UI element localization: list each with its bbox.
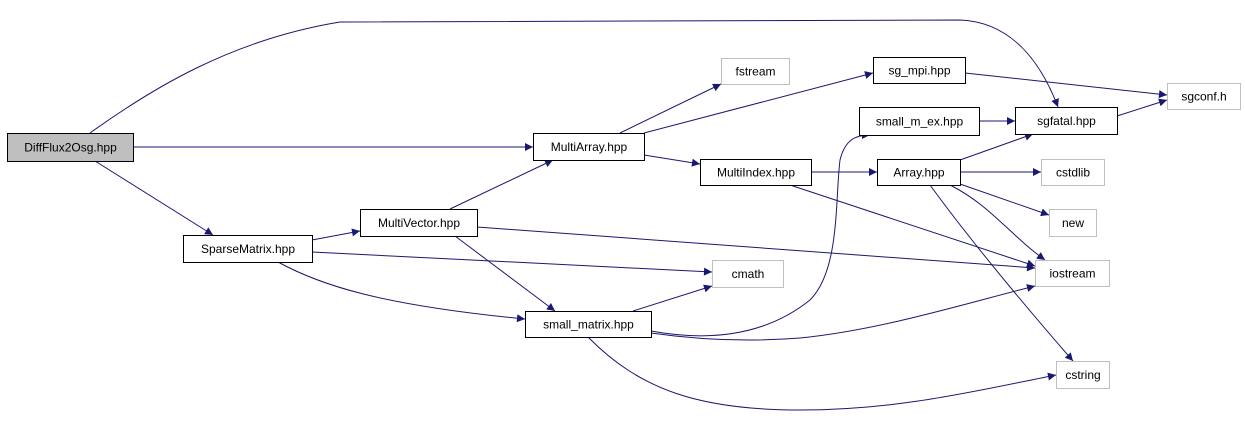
node-box (1015, 107, 1118, 135)
edge-multivector-to-multiarray (449, 159, 554, 210)
edge-multiarray-to-sg-mpi (643, 71, 874, 134)
node-label: cmath (732, 267, 765, 281)
node-box (360, 209, 478, 237)
node-label: Array.hpp (893, 166, 944, 180)
node-sgconf: sgconf.h (1167, 83, 1241, 110)
edge-multiindex-to-iostream (789, 184, 1036, 268)
node-label: sgconf.h (1181, 90, 1226, 104)
edge-small-matrix-to-cstring (587, 336, 1057, 411)
edge-multiarray-to-fstream (619, 83, 722, 134)
node-label: cstring (1065, 368, 1100, 382)
node-label: small_m_ex.hpp (876, 115, 964, 129)
edge-sparsematrix-to-multivector (311, 228, 361, 241)
node-box (1035, 260, 1110, 287)
edge-diffflux2osg-to-sparsematrix (94, 160, 214, 236)
node-cstdlib: cstdlib (1041, 159, 1105, 186)
node-multivector[interactable]: MultiVector.hpp (360, 209, 478, 237)
edge-array-to-cstring (929, 184, 1074, 362)
node-iostream: iostream (1035, 260, 1110, 287)
node-array[interactable]: Array.hpp (877, 159, 961, 186)
node-box (1041, 159, 1105, 186)
node-box (712, 260, 784, 288)
node-box (859, 107, 980, 136)
edge-multivector-to-iostream (476, 226, 1036, 272)
node-cstring: cstring (1056, 361, 1110, 389)
edge-array-to-iostream (949, 184, 1046, 261)
node-label: sgfatal.hpp (1037, 114, 1096, 128)
edge-small-matrix-to-small-m-ex (650, 131, 871, 337)
node-label: cstdlib (1056, 166, 1090, 180)
node-label: fstream (735, 65, 775, 79)
node-fstream: fstream (721, 58, 790, 85)
node-label: MultiIndex.hpp (717, 166, 795, 180)
node-box (7, 133, 134, 162)
edge-small-matrix-to-iostream (650, 284, 1036, 341)
node-label: MultiVector.hpp (378, 216, 460, 230)
node-box (873, 57, 966, 84)
node-small-matrix[interactable]: small_matrix.hpp (525, 311, 652, 338)
edge-sgfatal-to-sgconf (1116, 98, 1168, 117)
node-box (533, 133, 645, 161)
node-sparsematrix[interactable]: SparseMatrix.hpp (183, 235, 313, 263)
node-box (1049, 209, 1097, 237)
node-multiarray[interactable]: MultiArray.hpp (533, 133, 645, 161)
node-box (1056, 361, 1110, 389)
node-multiindex[interactable]: MultiIndex.hpp (700, 159, 812, 186)
node-label: iostream (1049, 267, 1095, 281)
node-sg-mpi[interactable]: sg_mpi.hpp (873, 57, 966, 84)
node-label: small_matrix.hpp (543, 318, 634, 332)
node-label: DiffFlux2Osg.hpp (24, 141, 117, 155)
edge-sparsematrix-to-small-matrix (277, 261, 526, 323)
edge-array-to-sgfatal (959, 132, 1034, 161)
node-box (1167, 83, 1241, 110)
node-box (525, 311, 652, 338)
node-box (183, 235, 313, 263)
edge-small-matrix-to-cmath (632, 284, 713, 312)
edge-sparsematrix-to-cmath (311, 251, 713, 276)
node-box (721, 58, 790, 85)
node-new: new (1049, 209, 1097, 237)
edge-multiarray-to-multiindex (643, 154, 701, 167)
node-label: MultiArray.hpp (551, 140, 628, 154)
node-label: sg_mpi.hpp (888, 64, 950, 78)
node-diffflux2osg[interactable]: DiffFlux2Osg.hpp (7, 133, 134, 162)
node-box (700, 159, 812, 186)
node-label: SparseMatrix.hpp (201, 242, 295, 256)
node-label: new (1062, 216, 1084, 230)
node-cmath: cmath (712, 260, 784, 288)
node-box (877, 159, 961, 186)
edge-multivector-to-small-matrix (454, 235, 556, 312)
node-sgfatal[interactable]: sgfatal.hpp (1015, 107, 1118, 135)
edge-sg-mpi-to-sgconf (964, 72, 1168, 99)
node-small-m-ex[interactable]: small_m_ex.hpp (859, 107, 980, 136)
edges-layer (89, 19, 1168, 411)
edge-array-to-new (959, 183, 1050, 217)
